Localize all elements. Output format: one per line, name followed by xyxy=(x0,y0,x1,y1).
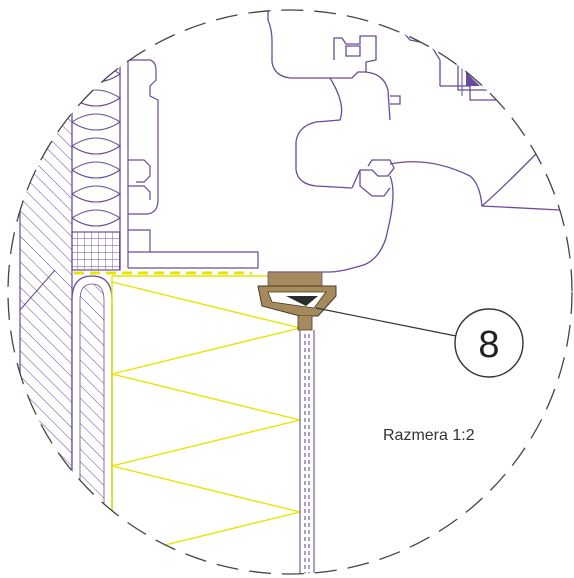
mineral-wool-insulation xyxy=(71,30,121,232)
gasket-bracket xyxy=(257,285,337,331)
callout-bubble: 8 xyxy=(454,308,524,378)
glass-pane xyxy=(299,330,315,574)
frame-profile-left xyxy=(119,20,259,269)
concrete-wall-hatch xyxy=(19,39,73,574)
scale-label: Razmera 1:2 xyxy=(383,427,475,444)
callout-leader xyxy=(315,307,457,337)
detail-boundary-circle xyxy=(7,9,573,575)
zigzag-insulation xyxy=(111,275,301,574)
window-sash-profile xyxy=(267,10,561,273)
callout-number: 8 xyxy=(478,324,499,366)
grid-block xyxy=(71,231,121,271)
